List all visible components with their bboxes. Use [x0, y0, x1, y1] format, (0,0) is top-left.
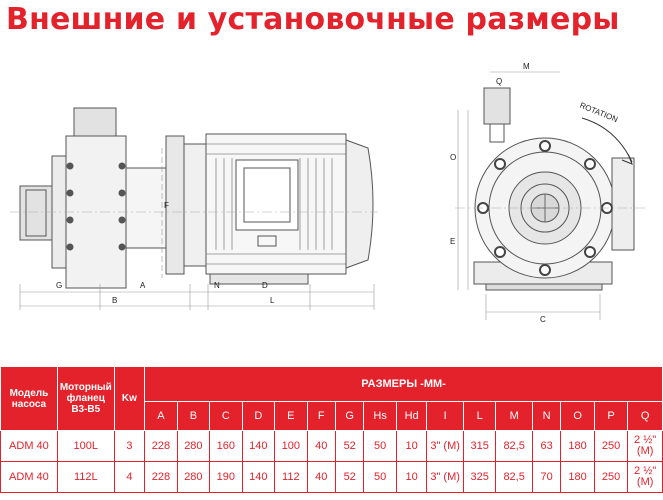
cell-flange: 100L [56, 430, 115, 462]
cell-value: 52 [334, 430, 365, 462]
cell-value: 63 [531, 430, 562, 462]
dim-label-b: B [112, 296, 117, 305]
pump-drawing: G A B N D L F M Q O E C ROTATION [0, 48, 663, 358]
cell-value: 50 [363, 430, 397, 462]
page-title: Внешние и установочные размеры [6, 2, 620, 37]
side-view [10, 107, 378, 310]
dim-label-o: O [450, 153, 456, 162]
rotation-label: ROTATION [578, 101, 619, 124]
column-header: D [241, 401, 276, 431]
cell-value: 250 [593, 461, 629, 493]
header-sizes: РАЗМЕРЫ -ММ- [144, 366, 663, 402]
column-header: Q [627, 401, 663, 431]
cell-value: 140 [241, 461, 276, 493]
cell-value: 10 [395, 430, 428, 462]
cell-value: 228 [144, 461, 178, 493]
header-model: Модель насоса [0, 366, 58, 431]
cell-value: 112 [274, 461, 308, 493]
column-header: N [531, 401, 562, 431]
dimensions-table: Модель насоса Моторный фланец B3-B5 Kw Р… [0, 366, 663, 493]
dim-label-f: F [164, 201, 169, 210]
column-header: C [209, 401, 243, 431]
dim-label-d: D [262, 281, 268, 290]
column-header: L [462, 401, 497, 431]
cell-model: ADM 40 [0, 461, 58, 493]
column-header: Hd [395, 401, 428, 431]
column-header: B [176, 401, 211, 431]
cell-value: 70 [531, 461, 562, 493]
table-row: ADM 40 100L 3 228 280 160 140 100 40 52 … [0, 430, 663, 462]
cell-kw: 3 [113, 430, 146, 462]
cell-value: 82,5 [495, 430, 533, 462]
dimensions-table-wrap: Модель насоса Моторный фланец B3-B5 Kw Р… [0, 366, 663, 500]
column-header: F [306, 401, 336, 431]
column-header: M [495, 401, 533, 431]
column-header: G [334, 401, 365, 431]
cell-value: 250 [593, 430, 629, 462]
cell-value: 280 [176, 461, 211, 493]
cell-value: 52 [334, 461, 365, 493]
cell-value: 3" (M) [426, 461, 464, 493]
cell-value: 280 [176, 430, 211, 462]
front-view [455, 71, 645, 320]
cell-value: 2 ½" (M) [627, 430, 663, 462]
dim-label-q: Q [496, 77, 502, 86]
cell-value: 190 [209, 461, 243, 493]
dim-label-l: L [270, 296, 275, 305]
dim-label-n: N [214, 281, 220, 290]
cell-value: 40 [306, 430, 336, 462]
cell-flange: 112L [56, 461, 115, 493]
cell-value: 10 [395, 461, 428, 493]
cell-value: 40 [306, 461, 336, 493]
dim-label-e: E [450, 237, 455, 246]
cell-value: 325 [462, 461, 497, 493]
column-header: E [274, 401, 308, 431]
cell-value: 2 ½" (M) [627, 461, 663, 493]
cell-kw: 4 [113, 461, 146, 493]
cell-value: 180 [560, 430, 595, 462]
cell-model: ADM 40 [0, 430, 58, 462]
dim-label-a: A [140, 281, 146, 290]
cell-value: 315 [462, 430, 497, 462]
cell-value: 180 [560, 461, 595, 493]
column-header: P [593, 401, 629, 431]
dim-label-c: C [540, 315, 546, 324]
cell-value: 3" (M) [426, 430, 464, 462]
cell-value: 100 [274, 430, 308, 462]
dim-label-g: G [56, 281, 62, 290]
cell-value: 82,5 [495, 461, 533, 493]
header-flange: Моторный фланец B3-B5 [56, 366, 115, 431]
dim-label-m: M [523, 62, 530, 71]
cell-value: 160 [209, 430, 243, 462]
column-header: O [560, 401, 595, 431]
header-kw: Kw [113, 366, 146, 431]
column-header: I [426, 401, 464, 431]
table-row: ADM 40 112L 4 228 280 190 140 112 40 52 … [0, 461, 663, 493]
cell-value: 50 [363, 461, 397, 493]
column-header: Hs [363, 401, 397, 431]
cell-value: 228 [144, 430, 178, 462]
cell-value: 140 [241, 430, 276, 462]
column-header: A [144, 401, 178, 431]
